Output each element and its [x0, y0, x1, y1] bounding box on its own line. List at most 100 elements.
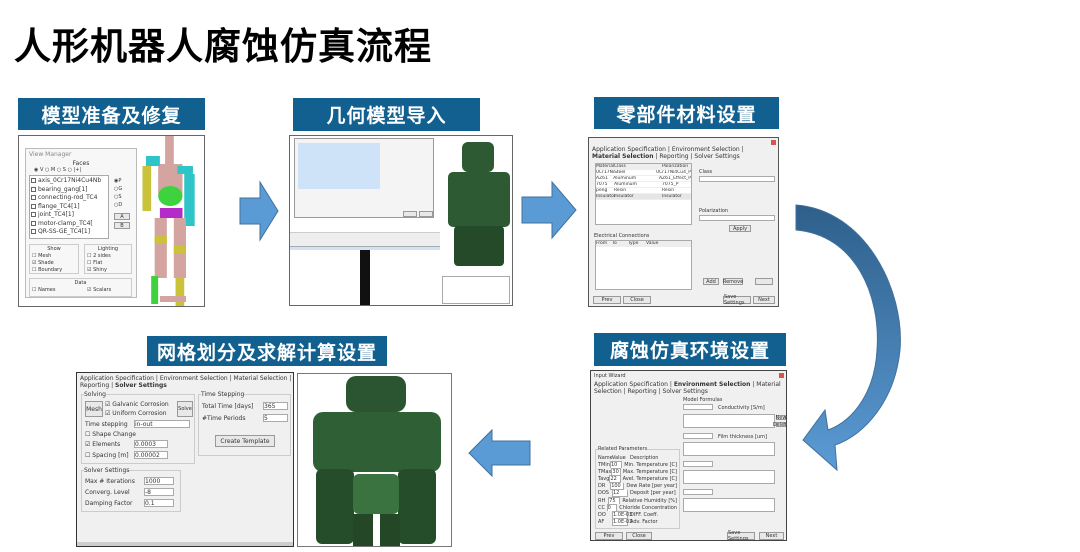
param-value-input[interactable]: 0	[606, 504, 618, 512]
wizard-tabs[interactable]: Application Specification | Environment …	[80, 375, 292, 389]
file-list[interactable]	[298, 143, 380, 189]
part-item[interactable]: joint_TC4[1]	[31, 211, 107, 220]
remove-button[interactable]: Remove	[722, 278, 744, 285]
formula-text-4[interactable]	[683, 498, 775, 512]
scalars-checkbox[interactable]: ☑ Scalars	[87, 287, 112, 293]
formula-text-1[interactable]	[683, 414, 775, 428]
param-description: Dew Rate [per year]	[626, 483, 677, 490]
formula-select-1[interactable]	[683, 404, 713, 410]
formula-select-4[interactable]	[683, 489, 713, 495]
prev-button[interactable]: Prev	[593, 296, 621, 304]
lighting-flat-checkbox[interactable]: ☐ Flat	[87, 260, 103, 266]
show-mesh-checkbox[interactable]: ☐ Mesh	[32, 253, 52, 259]
elements-input[interactable]: 0.0003	[134, 440, 168, 448]
param-value-input[interactable]: 100	[610, 482, 625, 490]
show-boundary-checkbox[interactable]: ☐ Boundary	[32, 267, 63, 273]
close-button[interactable]: Close	[623, 296, 651, 304]
a-button[interactable]: A	[114, 213, 130, 220]
uniform-checkbox[interactable]: ☑ Uniform Corrosion	[105, 410, 167, 417]
formula-text-3[interactable]	[683, 470, 775, 484]
show-group: Show ☐ Mesh ☑ Shade ☐ Boundary	[29, 244, 79, 274]
save-settings-button[interactable]: Save Settings	[723, 294, 751, 306]
close-icon[interactable]	[779, 373, 784, 378]
save-settings-button[interactable]: Save Settings	[727, 530, 755, 540]
environment-wizard-screenshot: Input Wizard Application Specification |…	[590, 370, 787, 541]
spacing-input[interactable]: 0.00002	[134, 451, 168, 459]
polarization-select[interactable]	[699, 215, 775, 221]
delete-button[interactable]: Delete	[772, 421, 787, 428]
time-stepping-select[interactable]: in-out	[134, 420, 190, 428]
new-button[interactable]: New	[775, 414, 787, 421]
parts-list[interactable]: axis_0Cr17Ni4Cu4Nb bearing_gang[1] conne…	[29, 175, 109, 239]
part-item[interactable]: bearing_gang[1]	[31, 186, 107, 195]
component-table[interactable]	[290, 232, 440, 305]
option-radios[interactable]: ◉P○G○S○D	[114, 178, 123, 208]
param-value-input[interactable]: 22	[609, 475, 621, 483]
total-time-input[interactable]: 365	[263, 402, 288, 410]
elements-checkbox[interactable]: ☑ Elements	[85, 441, 121, 448]
open-button[interactable]	[403, 211, 417, 217]
mode-radios[interactable]: ◉ V ○ M ○ S ○ |+|	[34, 167, 82, 173]
converg-level-input[interactable]: -8	[144, 488, 174, 496]
data-group: Data ☐ Names ☑ Scalars	[29, 278, 132, 297]
class-select[interactable]	[699, 176, 775, 182]
part-item[interactable]: axis_0Cr17Ni4Cu4Nb	[31, 177, 107, 186]
time-periods-input[interactable]: 5	[263, 414, 288, 422]
part-item[interactable]: QR-SS-GE_TC4[1]	[31, 228, 107, 237]
param-value-input[interactable]: 75	[608, 496, 621, 505]
add-button[interactable]: Add	[703, 278, 719, 285]
param-name: CC	[598, 504, 605, 511]
param-description: Avel. Temperature [C]	[622, 475, 677, 482]
formula-text-2[interactable]	[683, 442, 775, 456]
show-shade-checkbox[interactable]: ☑ Shade	[32, 260, 54, 266]
create-template-button[interactable]: Create Template	[215, 435, 275, 447]
param-description: Deposit [per year]	[630, 490, 676, 497]
cancel-button[interactable]	[419, 211, 433, 217]
galvanic-checkbox[interactable]: ☑ Galvanic Corrosion	[105, 401, 169, 408]
shape-change-checkbox[interactable]: ☐ Shape Change	[85, 431, 136, 438]
apply-button[interactable]: Apply	[729, 225, 751, 232]
b-button[interactable]: B	[114, 222, 130, 229]
close-icon[interactable]	[771, 140, 776, 145]
param-value-input[interactable]: 1.0E-03	[612, 511, 633, 519]
geometry-import-screenshot	[289, 135, 513, 306]
param-description: DIFF. Coeff.	[630, 511, 659, 518]
param-value-input[interactable]: 10	[609, 461, 623, 469]
damping-factor-input[interactable]: 0.1	[144, 499, 174, 507]
param-name: RH	[598, 497, 606, 504]
close-button[interactable]: Close	[626, 532, 652, 540]
part-item[interactable]: motor-clamp_TC4[	[31, 220, 107, 229]
solver-settings-group: Solver Settings Max # Iterations 1000 Co…	[81, 467, 181, 512]
prev-button[interactable]: Prev	[595, 532, 623, 540]
param-value-input[interactable]: 30	[611, 468, 621, 476]
param-name: DOS	[598, 490, 609, 497]
param-value-input[interactable]: 1.0E-03	[612, 518, 633, 526]
next-button[interactable]: Next	[753, 296, 775, 304]
next-button[interactable]: Next	[759, 532, 784, 540]
lighting-shiny-checkbox[interactable]: ☑ Shiny	[87, 267, 107, 273]
mesh-button[interactable]: Mesh	[85, 401, 103, 417]
formula-select-3[interactable]	[683, 461, 713, 467]
formula-select-2[interactable]	[683, 433, 713, 439]
apply-connection-button[interactable]	[755, 278, 773, 285]
part-item[interactable]: connecting-rod_TC4	[31, 194, 107, 203]
spacing-checkbox[interactable]: ☐ Spacing [m]	[85, 452, 129, 459]
lighting-2sides-checkbox[interactable]: ☐ 2 sides	[87, 253, 111, 259]
wizard-tabs[interactable]: Application Specification | Environment …	[592, 146, 744, 160]
param-value-input[interactable]: 12	[612, 489, 628, 497]
param-description: Min. Temperature [C]	[624, 461, 677, 468]
wizard-tabs[interactable]: Application Specification | Environment …	[594, 381, 781, 395]
solve-button[interactable]: Solve	[177, 401, 193, 417]
total-time-label: Total Time [days]	[202, 403, 254, 410]
max-iterations-input[interactable]: 1000	[144, 477, 174, 485]
part-item[interactable]: flange_TC4[1]	[31, 203, 107, 212]
names-checkbox[interactable]: ☐ Names	[32, 287, 56, 293]
